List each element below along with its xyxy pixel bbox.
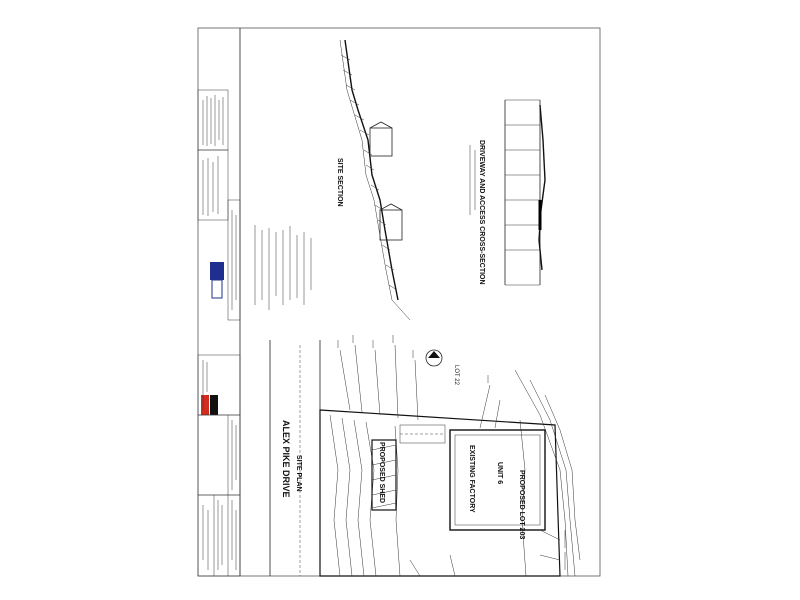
company-logo-mark [201,395,209,415]
section-building-upper [369,127,393,157]
sheet-title: SITE PLAN [295,455,302,492]
legend-notes [254,225,312,310]
proposed-lot-label: PROPOSED LOT 203 [518,470,525,539]
existing-unit-label: UNIT 6 [496,462,503,484]
site-section: SITE SECTION [336,39,411,321]
north-arrow-icon [425,349,443,367]
proposed-shed-label: PROPOSED SHED [378,442,385,503]
consultant-logo-block [210,262,224,280]
lot-label: LOT 22 [453,365,459,386]
title-block [197,28,241,577]
annotation-leaders [339,344,561,577]
site-boundary [319,409,561,577]
driveway-cross-section: DRIVEWAY AND ACCESS CROSS-SECTION [469,99,546,286]
section-building-lower [379,209,403,241]
existing-factory-label: EXISTING FACTORY [468,445,475,513]
street-name: ALEX PIKE DRIVE [281,420,291,498]
proposed-shed: PROPOSED SHED [371,439,397,511]
site-section-title: SITE SECTION [336,158,343,207]
driveway-section-title: DRIVEWAY AND ACCESS CROSS-SECTION [478,140,485,285]
site-plan: ALEX PIKE DRIVE SITE PLAN PROPOSED SHED [269,335,581,577]
contour-lines [329,369,581,577]
existing-factory: EXISTING FACTORY UNIT 6 [449,429,546,531]
